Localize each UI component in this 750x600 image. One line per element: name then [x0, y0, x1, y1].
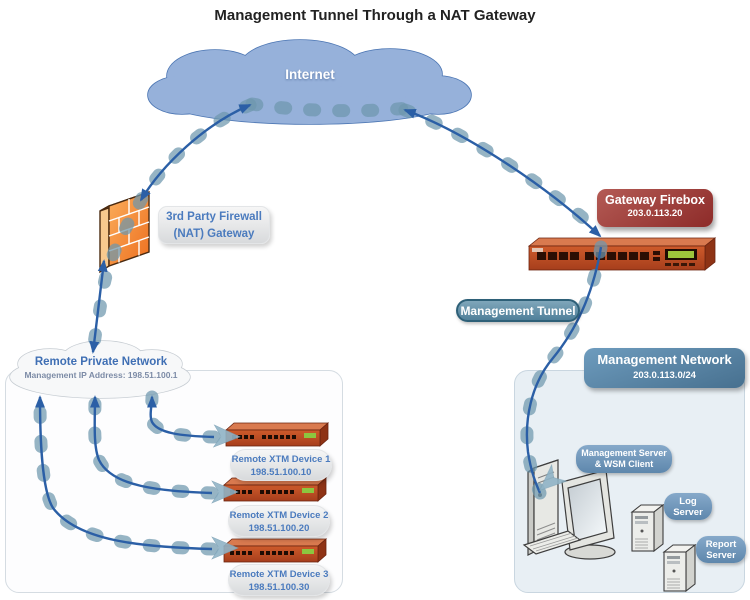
xtm-device-3-label: Remote XTM Device 3 198.51.100.30: [228, 564, 330, 596]
report-server-label-line1: Report: [705, 539, 737, 550]
gateway-firebox-ip: 203.0.113.20: [627, 208, 683, 219]
nat-firewall-label-line2: (NAT) Gateway: [173, 228, 255, 240]
remote-network-subtitle: Management IP Address: 198.51.100.1: [24, 370, 178, 380]
xtm-device-2-name: Remote XTM Device 2: [229, 510, 329, 521]
remote-network-cloud-icon: [9, 340, 191, 399]
gateway-firebox-label: Gateway Firebox 203.0.113.20: [597, 189, 713, 227]
management-tunnel-label: Management Tunnel: [456, 299, 580, 322]
management-server-label-line1: Management Server: [581, 448, 667, 458]
nat-firewall-label-line1: 3rd Party Firewall: [166, 211, 262, 223]
remote-network-cloud-label: Remote Private Network Management IP Add…: [18, 355, 184, 381]
xtm-device-1-label: Remote XTM Device 1 198.51.100.10: [230, 449, 332, 481]
log-server-label-line2: Server: [673, 507, 703, 518]
tunnel-wires: [35, 103, 603, 551]
log-server-icon: [631, 504, 664, 552]
management-server-label: Management Server & WSM Client: [576, 445, 672, 473]
nat-firewall-label: 3rd Party Firewall (NAT) Gateway: [158, 206, 270, 244]
xtm-device-3-name: Remote XTM Device 3: [229, 569, 329, 580]
management-network-title: Management Network: [597, 352, 732, 367]
management-computer-icon: [522, 459, 616, 560]
xtm-device-3-icon: [223, 538, 327, 563]
xtm-device-3-ip: 198.51.100.30: [248, 582, 310, 593]
internet-label: Internet: [285, 67, 335, 82]
xtm-device-2-icon: [223, 477, 327, 502]
log-server-label-line1: Log: [679, 496, 697, 507]
gateway-firebox-name: Gateway Firebox: [604, 193, 706, 207]
management-network-label: Management Network 203.0.113.0/24: [584, 348, 745, 388]
xtm-device-1-icon: [225, 422, 329, 447]
report-server-label-line2: Server: [706, 550, 736, 561]
report-server-icon: [663, 544, 696, 592]
log-server-label: Log Server: [664, 493, 712, 520]
xtm-device-2-ip: 198.51.100.20: [248, 523, 310, 534]
management-network-subnet: 203.0.113.0/24: [633, 370, 696, 381]
xtm-device-2-label: Remote XTM Device 2 198.51.100.20: [228, 505, 330, 537]
remote-network-title: Remote Private Network: [34, 356, 168, 368]
xtm-device-1-ip: 198.51.100.10: [250, 467, 312, 478]
tunnel-arrowheads: [211, 424, 568, 560]
firebox-appliance-icon: [527, 237, 717, 271]
diagram-title: Management Tunnel Through a NAT Gateway: [214, 7, 536, 24]
management-server-label-line2: & WSM Client: [594, 459, 654, 469]
xtm-device-1-name: Remote XTM Device 1: [231, 454, 331, 465]
report-server-label: Report Server: [696, 536, 746, 563]
